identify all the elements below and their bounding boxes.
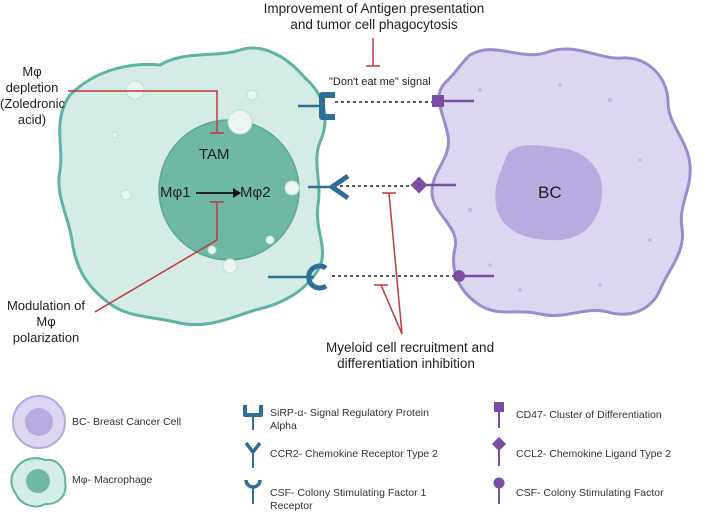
legend-macrophage-icon [10,457,67,508]
modulation-label: Modulation of Mφ polarization [6,298,86,345]
ccr2-receptor [308,173,350,201]
bc-speckles [467,83,652,292]
legend-macrophage-label: Mφ- Macrophage [72,474,153,486]
cd47-ligand [432,95,474,107]
m1-label: Mφ1 [160,184,191,201]
improvement-label: Improvement of Antigen presentation and … [263,1,485,32]
legend-ccl2-label: CCL2- Chemokine Ligand Type 2 [516,448,672,460]
legend-sirp-label: SiRP-α- Signal Regulatory Protein Alpha [270,407,429,432]
csf-ligand [453,270,494,282]
bc-label: BC [538,183,562,202]
dont-eat-me-label: "Don't eat me" signal [329,76,431,88]
legend-bc-icon [12,395,66,449]
m2-label: Mφ2 [240,184,271,201]
interaction-lines [332,101,456,277]
polarization-arrow [196,188,241,198]
bc-nucleus [495,145,603,241]
legend-ccr2-icon [244,441,262,468]
sirp-receptor [298,92,335,120]
myeloid-label: Myeloid cell recruitment and differentia… [326,340,495,371]
tam-label: TAM [199,146,230,163]
legend-csf1r-label: CSF- Colony Stimulating Factor 1 Recepto… [270,487,427,512]
legend-ccl2-icon [491,436,507,466]
legend-bc-label: BC- Breast Cancer Cell [72,416,182,428]
legend-cd47-icon [494,402,504,428]
legend-csf1r-icon [244,479,262,504]
csf1r-receptor [268,263,328,291]
legend-ccr2-label: CCR2- Chemokine Receptor Type 2 [270,448,438,460]
legend-sirp-icon [243,405,263,430]
ccl2-ligand [410,176,456,194]
legend-csf-label: CSF- Colony Stimulating Factor [516,487,664,499]
legend-cd47-label: CD47- Cluster of Differentiation [516,409,662,421]
legend-csf-icon [493,477,505,504]
depletion-label: Mφ depletion (Zoledronic acid) [0,64,66,127]
macrophage-vesicles [111,80,300,274]
inhibition-lines [68,38,403,335]
